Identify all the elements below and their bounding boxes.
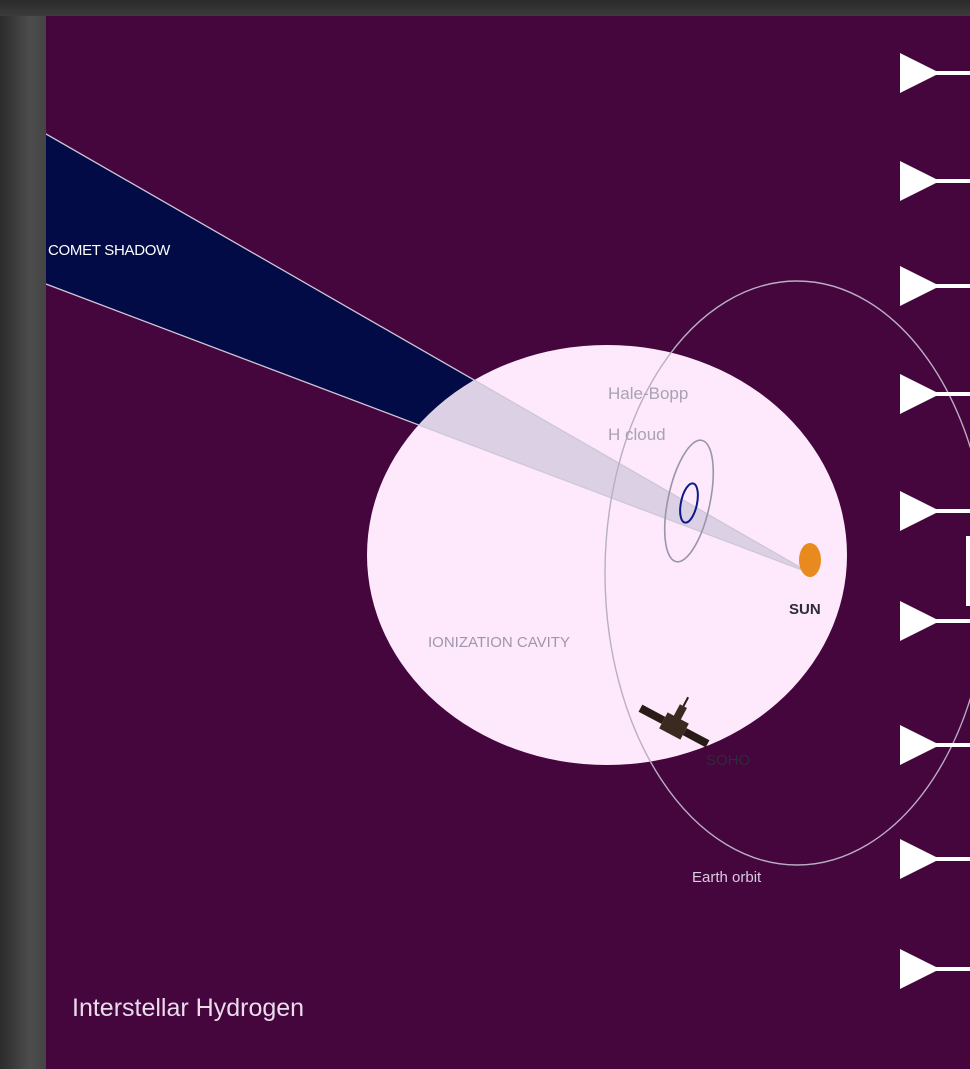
hale-bopp-label: Hale-Bopp: [608, 384, 688, 403]
diagram-svg: COMET SHADOW Hale-Bopp H cloud SUN IONIZ…: [46, 53, 970, 1022]
soho-label: SOHO: [706, 752, 750, 769]
edge-bar: [966, 536, 970, 606]
sun-disk: [799, 543, 821, 577]
interstellar-hydrogen-label: Interstellar Hydrogen: [72, 994, 304, 1022]
sun-label: SUN: [789, 601, 821, 618]
comet-shadow-label: COMET SHADOW: [48, 242, 171, 259]
h-cloud-label: H cloud: [608, 425, 666, 444]
soho-spacecraft-icon: [638, 696, 710, 748]
earth-orbit-label: Earth orbit: [692, 869, 762, 886]
h-cloud-ellipse: [663, 439, 715, 563]
earth-orbit-ring: [604, 280, 970, 866]
ionization-cavity-label: IONIZATION CAVITY: [428, 634, 570, 651]
shadow-edge-lower: [46, 283, 811, 574]
slide-top-band: [0, 0, 970, 16]
diagram-panel: COMET SHADOW Hale-Bopp H cloud SUN IONIZ…: [46, 16, 970, 1069]
shadow-edge-upper: [46, 133, 811, 574]
comet-nucleus-ring: [679, 482, 699, 524]
flow-arrows: [900, 53, 970, 989]
